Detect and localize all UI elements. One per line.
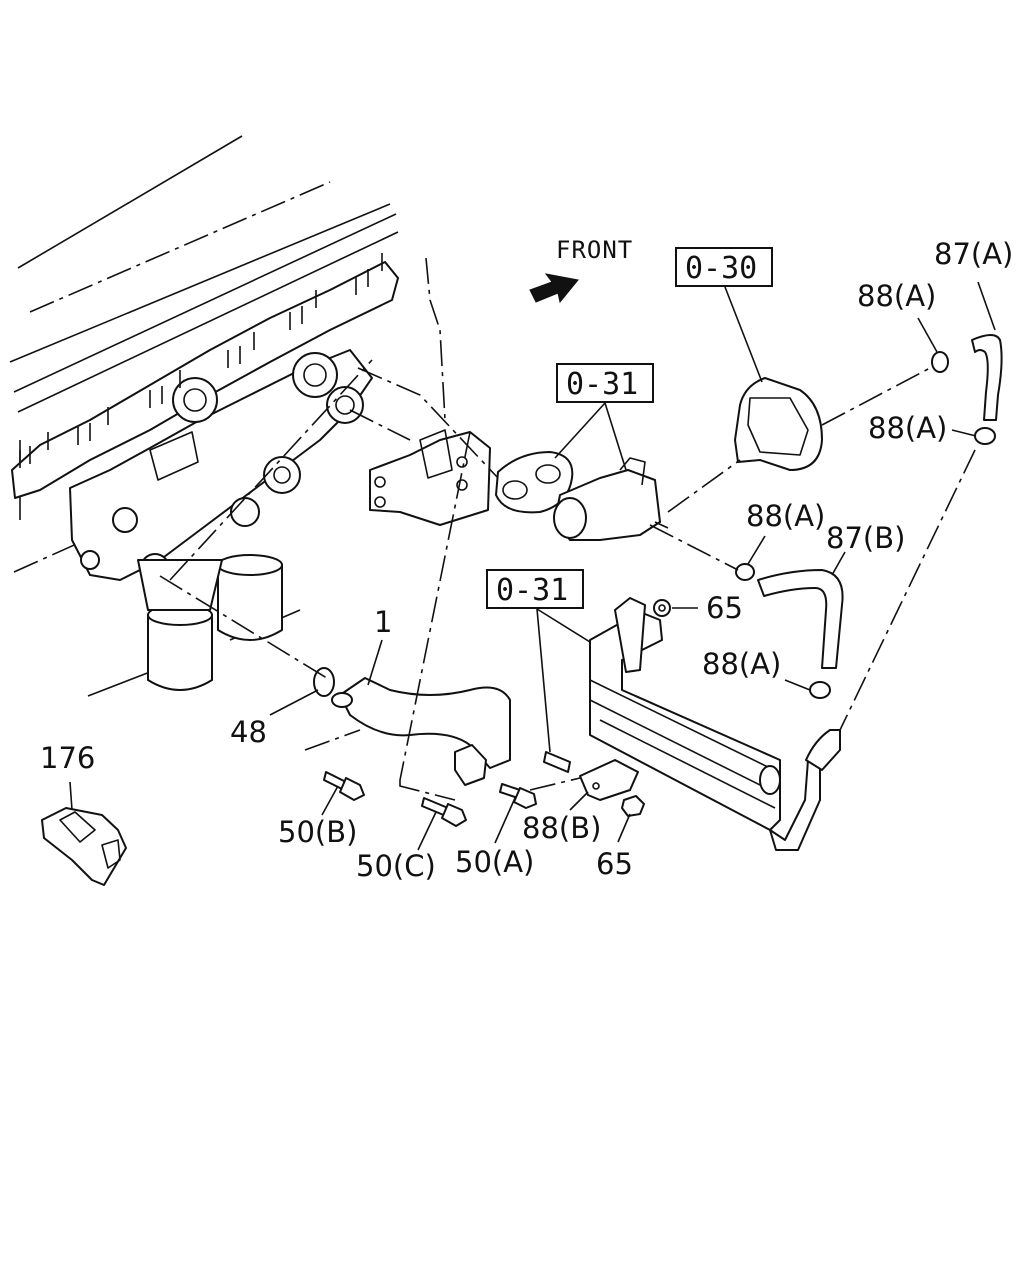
manifold-assembly <box>11 253 399 583</box>
bolts-50 <box>323 751 571 827</box>
label-48: 48 <box>230 715 267 749</box>
ref-box-0-30 <box>675 247 773 287</box>
oring-48 <box>313 667 335 697</box>
label-88a-mid: 88(A) <box>746 499 825 533</box>
part-176-cover <box>41 807 127 886</box>
mounting-bracket <box>369 429 491 526</box>
thermostat-adapter <box>553 457 669 541</box>
ref-label-0-31-upper: 0-31 <box>566 367 638 402</box>
ref-box-0-31-upper <box>556 363 654 403</box>
water-pipe <box>331 677 511 786</box>
clamps-88a <box>735 351 996 699</box>
label-88a-right: 88(A) <box>868 411 947 445</box>
front-arrow-icon <box>529 273 579 304</box>
label-50c: 50(C) <box>356 849 436 883</box>
assembly-lines <box>159 257 976 801</box>
label-87a: 87(A) <box>934 237 1013 271</box>
cover-plate <box>734 377 823 471</box>
hose-87a <box>971 334 1003 421</box>
hose-87b <box>757 569 844 669</box>
clip-88b <box>579 759 639 801</box>
oil-filter-cylinders <box>137 554 283 691</box>
label-87b: 87(B) <box>826 521 905 555</box>
front-label: FRONT <box>556 236 633 264</box>
label-88a-low: 88(A) <box>702 647 781 681</box>
oil-cooler-assembly <box>589 597 841 851</box>
ref-label-0-30: 0-30 <box>685 251 757 286</box>
gasket <box>495 451 574 514</box>
ref-label-0-31-lower: 0-31 <box>496 573 568 608</box>
label-50a: 50(A) <box>455 845 534 879</box>
label-65-lower: 65 <box>596 847 633 881</box>
nut-65-lower <box>621 795 645 817</box>
label-50b: 50(B) <box>278 815 357 849</box>
label-1: 1 <box>374 605 392 639</box>
ref-box-0-31-lower <box>486 569 584 609</box>
label-65-upper: 65 <box>706 591 743 625</box>
label-88a-top: 88(A) <box>857 279 936 313</box>
leader-lines <box>69 281 996 851</box>
label-88b: 88(B) <box>522 811 601 845</box>
label-176: 176 <box>40 741 95 775</box>
